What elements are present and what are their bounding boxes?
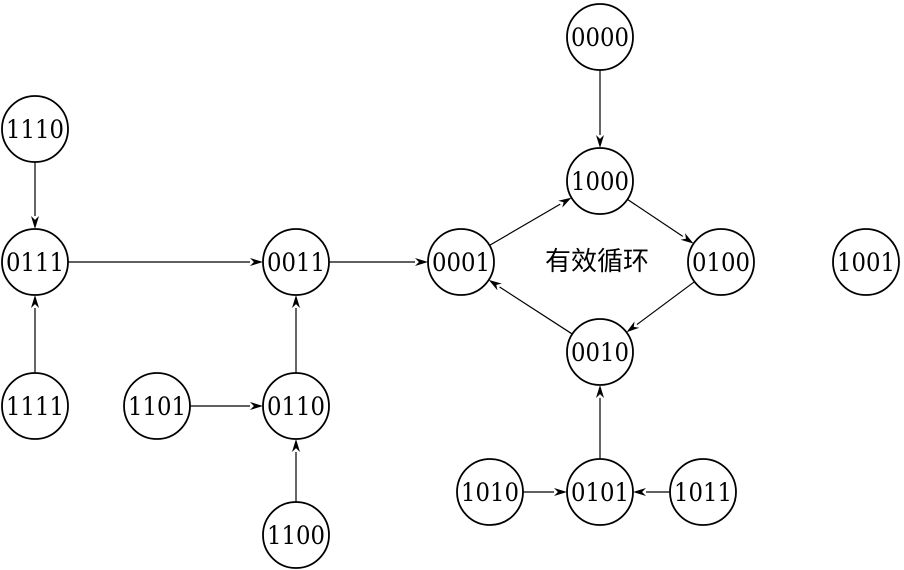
state-label: 1100: [267, 521, 325, 550]
edge-1111-to-0111: [31, 295, 39, 373]
state-node-1000: 1000: [566, 147, 634, 215]
state-node-0001: 0001: [427, 228, 495, 296]
state-label: 0000: [571, 23, 629, 52]
edge-0101-to-0010: [596, 385, 604, 459]
state-circle: [566, 3, 634, 71]
edge-1101-to-0110: [190, 402, 263, 410]
state-node-1110: 1110: [1, 95, 69, 163]
state-label: 0111: [6, 248, 64, 277]
state-circle: [687, 228, 755, 296]
edge-1110-to-0111: [31, 162, 39, 229]
edge-line: [499, 286, 573, 335]
state-node-0011: 0011: [262, 228, 330, 296]
arrowhead: [292, 295, 300, 308]
state-node-0111: 0111: [1, 228, 69, 296]
edge-line: [627, 198, 684, 237]
state-circle: [262, 372, 330, 440]
state-label: 0011: [267, 248, 325, 277]
state-circle: [427, 228, 495, 296]
edge-0111-to-0011: [68, 258, 263, 266]
state-label: 0100: [692, 248, 750, 277]
arrowhead: [554, 488, 567, 496]
state-label: 0001: [432, 248, 490, 277]
arrowhead: [558, 197, 572, 208]
arrowhead: [626, 321, 640, 333]
edge-0100-to-0010: [626, 281, 695, 333]
state-node-0010: 0010: [566, 318, 634, 386]
edges-layer: [31, 70, 695, 502]
state-circle: [1, 372, 69, 440]
arrowhead: [596, 385, 604, 398]
state-node-0110: 0110: [262, 372, 330, 440]
state-circle: [1, 228, 69, 296]
state-circle: [566, 458, 634, 526]
edge-0001-to-1000: [489, 197, 572, 246]
state-circle: [566, 318, 634, 386]
edge-1011-to-0101: [633, 488, 670, 496]
state-label: 0110: [267, 392, 325, 421]
state-label: 1001: [837, 248, 895, 277]
state-node-1010: 1010: [456, 458, 524, 526]
edge-line: [489, 203, 561, 246]
edge-0010-to-0001: [488, 279, 573, 335]
arrowhead: [596, 135, 604, 148]
state-label: 1101: [128, 392, 186, 421]
state-label: 1110: [6, 115, 64, 144]
state-label: 0101: [571, 478, 629, 507]
arrowhead: [633, 488, 646, 496]
edge-1010-to-0101: [523, 488, 567, 496]
arrowhead: [31, 295, 39, 308]
state-circle: [262, 501, 330, 569]
state-node-1100: 1100: [262, 501, 330, 569]
edge-0110-to-0011: [292, 295, 300, 373]
state-circle: [456, 458, 524, 526]
edge-0000-to-1000: [596, 70, 604, 148]
arrowhead: [680, 233, 694, 244]
state-circle: [1, 95, 69, 163]
edge-1100-to-0110: [292, 439, 300, 502]
arrowhead: [250, 402, 263, 410]
edge-0011-to-0001: [329, 258, 428, 266]
state-node-1001: 1001: [832, 228, 900, 296]
state-node-0100: 0100: [687, 228, 755, 296]
state-circle: [566, 147, 634, 215]
arrowhead: [292, 439, 300, 452]
state-label: 1000: [571, 167, 629, 196]
state-node-0000: 0000: [566, 3, 634, 71]
arrowhead: [31, 216, 39, 229]
arrowhead: [488, 279, 502, 291]
state-label: 1111: [6, 392, 64, 421]
state-node-1101: 1101: [123, 372, 191, 440]
edge-1000-to-0100: [627, 198, 694, 244]
state-label: 0010: [571, 338, 629, 367]
state-label: 1010: [461, 478, 519, 507]
state-circle: [669, 458, 737, 526]
state-circle: [262, 228, 330, 296]
state-node-1011: 1011: [669, 458, 737, 526]
state-label: 1011: [674, 478, 732, 507]
arrowhead: [250, 258, 263, 266]
edge-line: [636, 281, 695, 326]
nodes-layer: 0000 1000 0100 0010 0001 1001 1110 0111 1111 0011…: [1, 3, 900, 569]
arrowhead: [415, 258, 428, 266]
state-circle: [832, 228, 900, 296]
cycle-label: 有效循环: [545, 247, 649, 277]
state-node-0101: 0101: [566, 458, 634, 526]
state-circle: [123, 372, 191, 440]
state-node-1111: 1111: [1, 372, 69, 440]
